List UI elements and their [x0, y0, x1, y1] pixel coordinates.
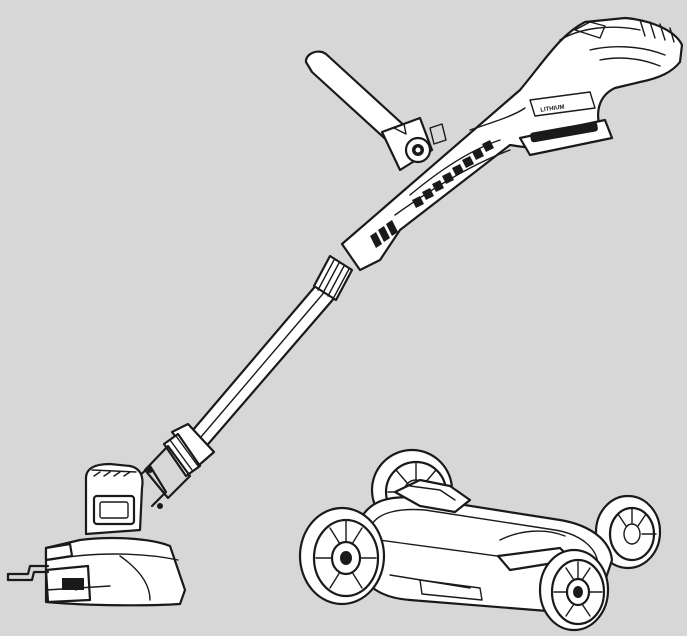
battery-label: LITHIUM — [540, 104, 565, 113]
mower-deck-attachment — [298, 448, 662, 632]
twist-collar — [312, 254, 354, 302]
trimmer-guard — [44, 536, 187, 607]
motor-housing — [84, 462, 163, 536]
edge-guide — [6, 564, 50, 582]
rear-right-wheel — [594, 494, 662, 570]
auxiliary-handle — [304, 50, 447, 172]
lower-shaft-collar — [133, 422, 216, 508]
string-trimmer: LITHIUM — [6, 16, 684, 607]
front-right-wheel — [538, 548, 610, 632]
front-left-wheel — [298, 506, 386, 606]
trimmer-shaft — [185, 281, 338, 452]
grip-ribs — [370, 140, 494, 248]
